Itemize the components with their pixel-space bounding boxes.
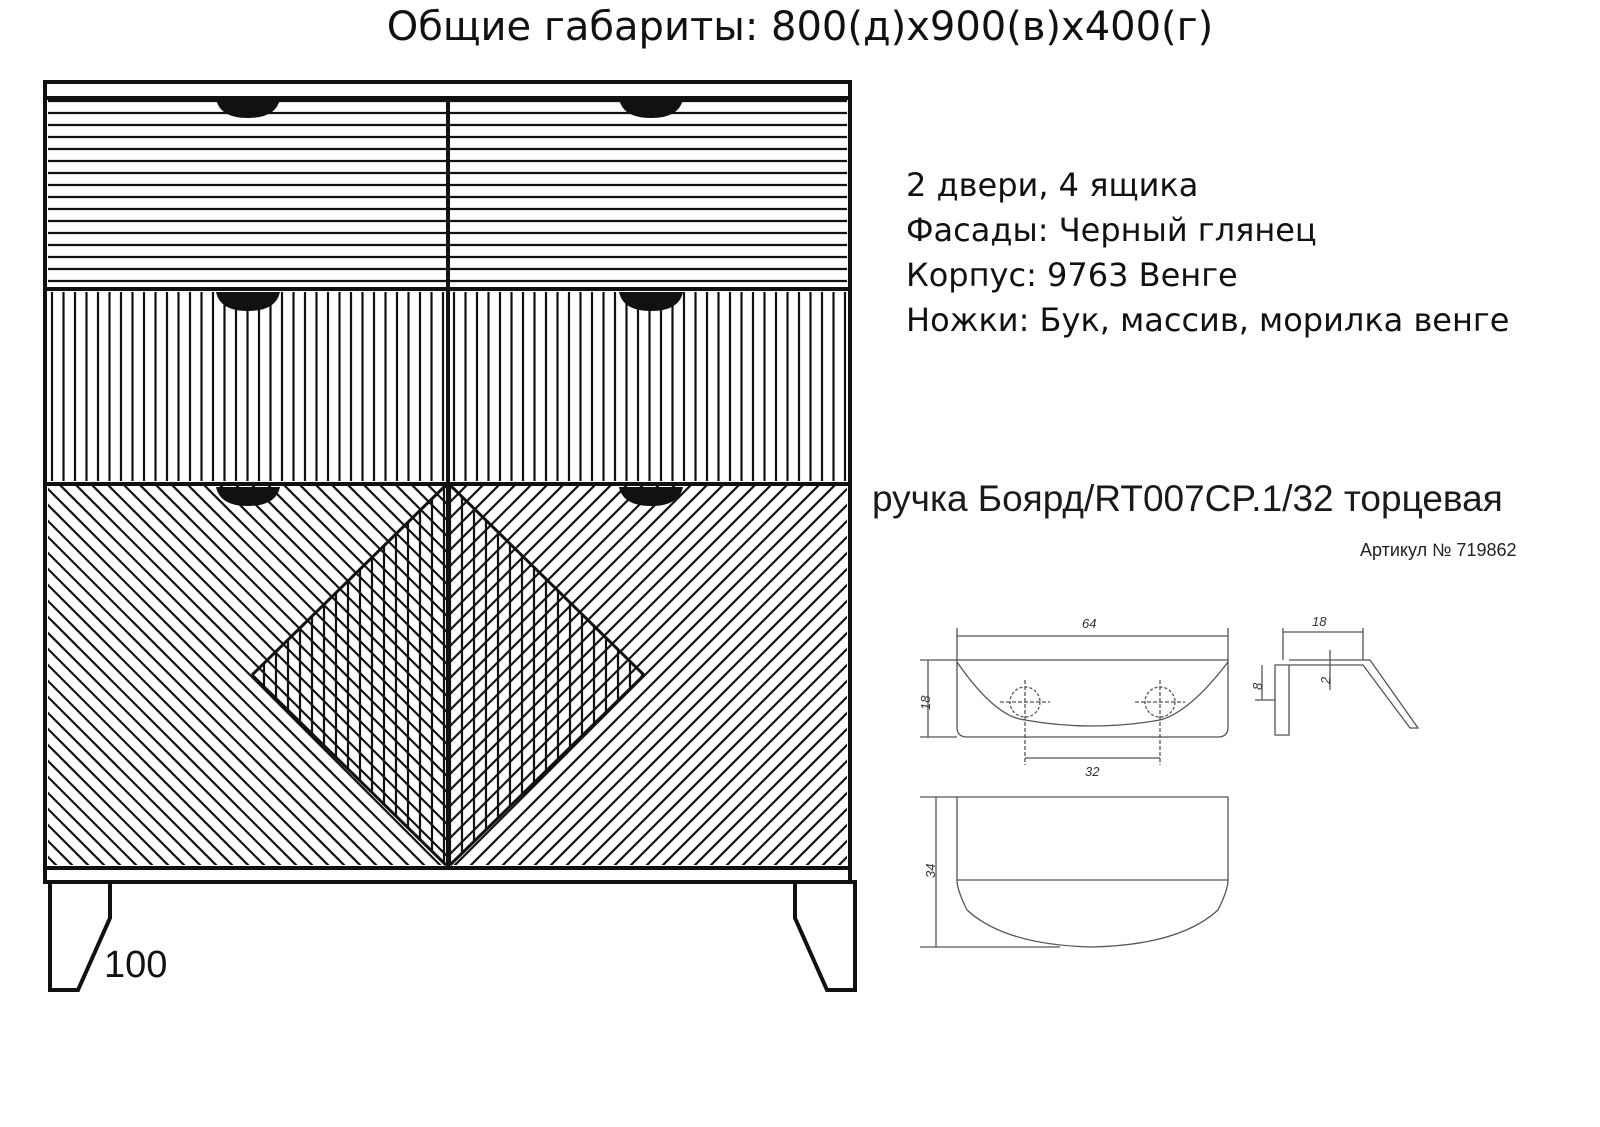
door-triangle-edge [250,483,448,677]
cabinet-drawing [0,80,860,992]
dim-side-18-label: 18 [1312,614,1327,629]
facade-stripe [48,485,301,865]
facade-stripe [450,485,847,865]
facade-stripe [514,485,847,865]
handle-6 [619,487,683,506]
facade-stripe [450,485,847,865]
facade-stripe [48,485,381,865]
facade-stripe [562,485,847,865]
handle-1 [216,99,280,118]
leg-height-label: 100 [104,944,168,986]
handle-2 [619,99,683,118]
facade-stripe [48,485,189,865]
dim-64-label: 64 [1082,616,1097,631]
facade-stripe [706,485,847,865]
hole-right [1144,686,1176,718]
facade-stripe [578,485,847,865]
facade-stripe [610,485,847,865]
facade-stripe [674,485,847,865]
facade-stripe [450,485,847,865]
facade-stripe [48,485,253,865]
facade-stripe [626,485,847,865]
facade-stripe [48,485,413,865]
facade-stripe [48,485,446,865]
facade-stripe [498,485,847,865]
door-left-diagonal-stripes [0,85,446,885]
facade-stripe [851,85,860,885]
facade-stripe [0,85,44,885]
dim-34-label: 34 [923,863,938,878]
facade-stripe [48,485,205,865]
facade-stripe [482,485,847,865]
facade-stripe [48,485,269,865]
facade-stripe [48,485,446,865]
cabinet-frame [43,80,852,884]
dim-32-label: 32 [1085,764,1100,779]
dim-8-label: 8 [1250,682,1265,690]
facade-stripe [48,485,237,865]
handle-4 [619,292,683,311]
handle-3 [216,292,280,311]
handle-5 [216,487,280,506]
handle-front-curve [956,661,1229,727]
facade-stripe [450,485,847,865]
facade-stripe [48,485,317,865]
facade-stripe [690,485,847,865]
article-number: Артикул № 719862 [1360,540,1517,560]
facade-stripe [48,485,397,865]
facade-stripe [48,485,221,865]
facade-stripe [450,485,847,865]
facade-stripe [48,485,446,865]
legs [48,880,857,992]
handle-title: ручка Боярд/RT007CP.1/32 торцевая [872,478,1503,519]
facade-stripe [48,485,446,865]
handle-bottom-outline [956,796,1229,948]
drawer-top-stripes-1 [48,99,446,283]
spec-legs: Ножки: Бук, массив, морилка венге [906,301,1510,339]
hole-left [1009,686,1041,718]
facade-stripe [48,485,285,865]
overall-dimensions-title: Общие габариты: 800(д)x900(в)x400(г) [386,4,1214,50]
facade-stripe [530,485,847,865]
facade-stripe [48,485,446,865]
facade-stripe [450,485,847,865]
leg-right [793,880,857,992]
facade-stripe [48,485,365,865]
facade-stripe [48,485,445,865]
facade-stripe [48,485,333,865]
facade-stripe [546,485,847,865]
door-triangle-edge [448,483,646,677]
door-right-diagonal-stripes [450,85,860,885]
dim-2-label: 2 [1318,676,1333,684]
door-triangle-edge [448,673,646,867]
facade-stripe [0,85,28,885]
drawer-handles [216,99,683,506]
facade-stripe [450,485,847,865]
leg-left [48,880,112,992]
facade-stripe [450,485,847,865]
facade-stripe [48,485,446,865]
facade-stripe [594,485,847,865]
dim-18-label: 18 [918,695,933,710]
facade-stripe [466,485,847,865]
spec-doors-drawers: 2 двери, 4 ящика [906,166,1199,204]
handle-front-outline [956,659,1229,738]
door-triangle-edge [250,673,448,867]
drawer-top-stripes-2 [450,99,847,283]
facade-stripe [48,485,349,865]
drawer-mid-stripes-2 [452,292,847,481]
facade-stripe [658,485,847,865]
facade-stripe [48,485,429,865]
handle-side-base [1274,664,1290,736]
specs-block: 2 двери, 4 ящика Фасады: Черный глянец К… [906,163,1509,343]
facade-stripe [48,485,446,865]
drawer-mid-stripes-1 [50,292,445,481]
spec-body: Корпус: 9763 Венге [906,256,1238,294]
facade-stripe [450,485,847,865]
facade-stripe [48,485,446,865]
handle-side-profile [1289,659,1420,729]
facade-stripe [642,485,847,865]
spec-facades: Фасады: Черный глянец [906,211,1317,249]
